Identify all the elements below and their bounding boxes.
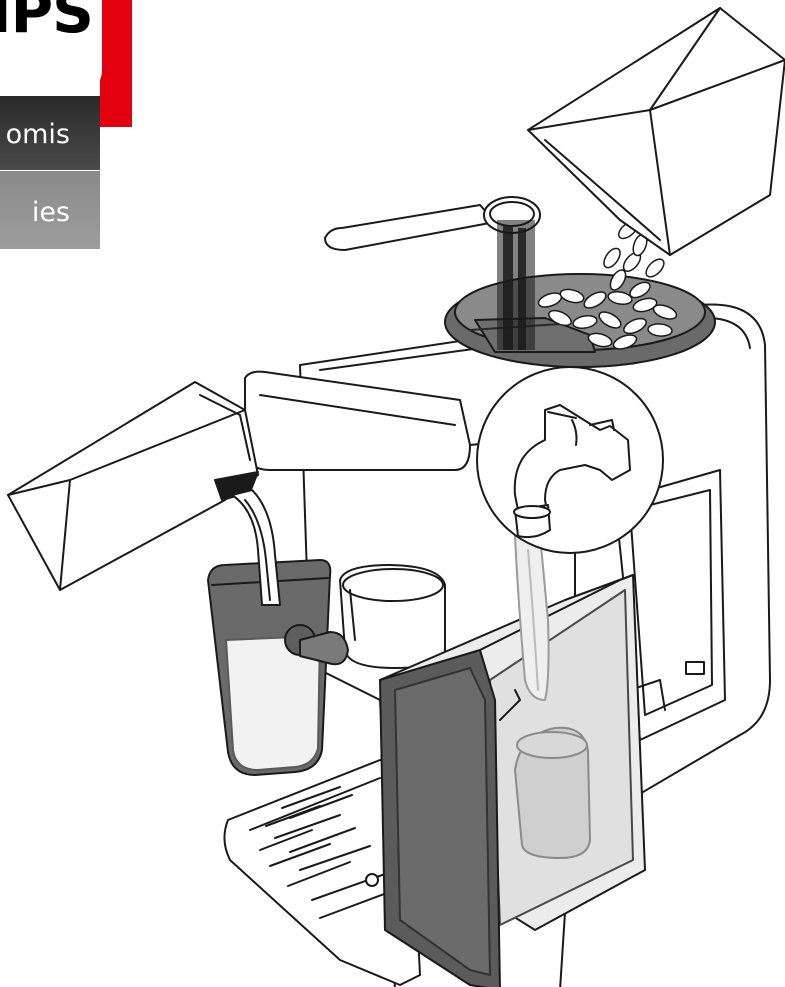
bean-bag [528,8,785,255]
milk-carton [8,382,258,590]
ground-coffee-stream [497,220,535,350]
tap-circle [477,367,663,553]
coffee-spout [340,565,445,668]
